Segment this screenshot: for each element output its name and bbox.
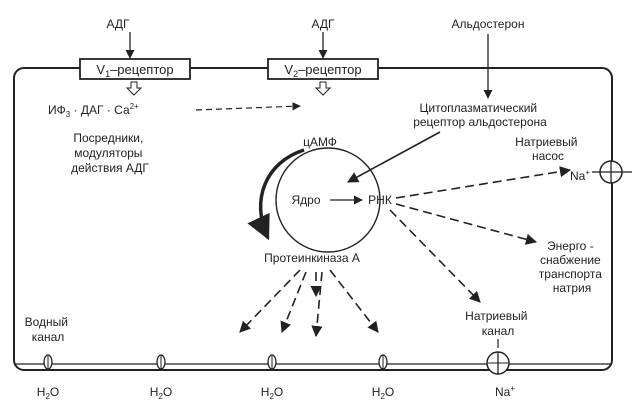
water-label-3: H2O (261, 385, 283, 401)
rna-label: РНК (368, 193, 392, 207)
water-channel-icon-3 (267, 354, 277, 370)
camp-label: цАМФ (303, 135, 337, 149)
sodium-pump-ion: Na+ (570, 168, 590, 183)
v2-sub: 2 (293, 69, 298, 79)
rna-to-channel-arrow (389, 209, 481, 303)
water-channel-icon-1 (43, 354, 53, 370)
pka-arrow-4 (311, 271, 323, 338)
second-messengers: ИФ3 · ДАГ · Са2+ (48, 102, 139, 119)
sodium-bottom-label: Na+ (495, 384, 515, 399)
pka-arrow-2 (280, 271, 307, 334)
rna-to-pump-arrow (395, 166, 572, 199)
rna-to-energy-arrow (395, 203, 538, 245)
svg-text:V2–рецептор: V2–рецептор (284, 62, 361, 79)
protein-kinase-label: Протеинкиназа А (264, 251, 360, 265)
nucleus-circle (275, 147, 381, 253)
receptor-to-nucleus-arrow (347, 131, 441, 183)
adh-left-label: АДГ (106, 17, 130, 31)
v2-main: V (284, 62, 293, 77)
water-label-4: H2O (372, 385, 394, 401)
pka-arrow-5 (329, 269, 379, 333)
energy-supply-label: Энерго - снабжение транспорта натрия (539, 239, 605, 295)
v2-receptor: V2–рецептор (267, 58, 379, 80)
messengers-dashed-arrow (195, 102, 301, 111)
water-label-1: H2O (37, 385, 59, 401)
sodium-channel-icon (486, 351, 510, 375)
mediators-label: Посредники, модуляторы действия АДГ (71, 131, 149, 175)
nucleus-label: Ядро (291, 193, 320, 207)
camp-to-pka-arc (247, 148, 305, 241)
v1-rest: –рецептор (110, 62, 174, 77)
cytoplasmic-receptor-label: Цитоплазматический рецептор альдостерона (413, 101, 547, 129)
aldosterone-label: Альдостерон (452, 17, 525, 31)
water-channel-label: Водный канал (25, 315, 72, 344)
water-channel-icon-2 (156, 354, 166, 370)
pka-arrow-1 (239, 269, 301, 333)
svg-text:V1–рецептор: V1–рецептор (96, 62, 173, 79)
v1-main: V (96, 62, 105, 77)
v1-receptor: V1–рецептор (79, 58, 191, 80)
water-label-2: H2O (150, 385, 172, 401)
v2-rest: –рецептор (298, 62, 362, 77)
water-channel-icon-4 (378, 354, 388, 370)
v2-signal-arrow (314, 81, 332, 96)
sodium-pump-label: Натриевый насос (515, 135, 581, 163)
sodium-pump-icon (592, 160, 632, 184)
v1-signal-arrow (125, 81, 143, 96)
adh-right-label: АДГ (311, 17, 335, 31)
v1-sub: 1 (105, 69, 110, 79)
sodium-channel-label: Натриевый канал (465, 309, 531, 338)
